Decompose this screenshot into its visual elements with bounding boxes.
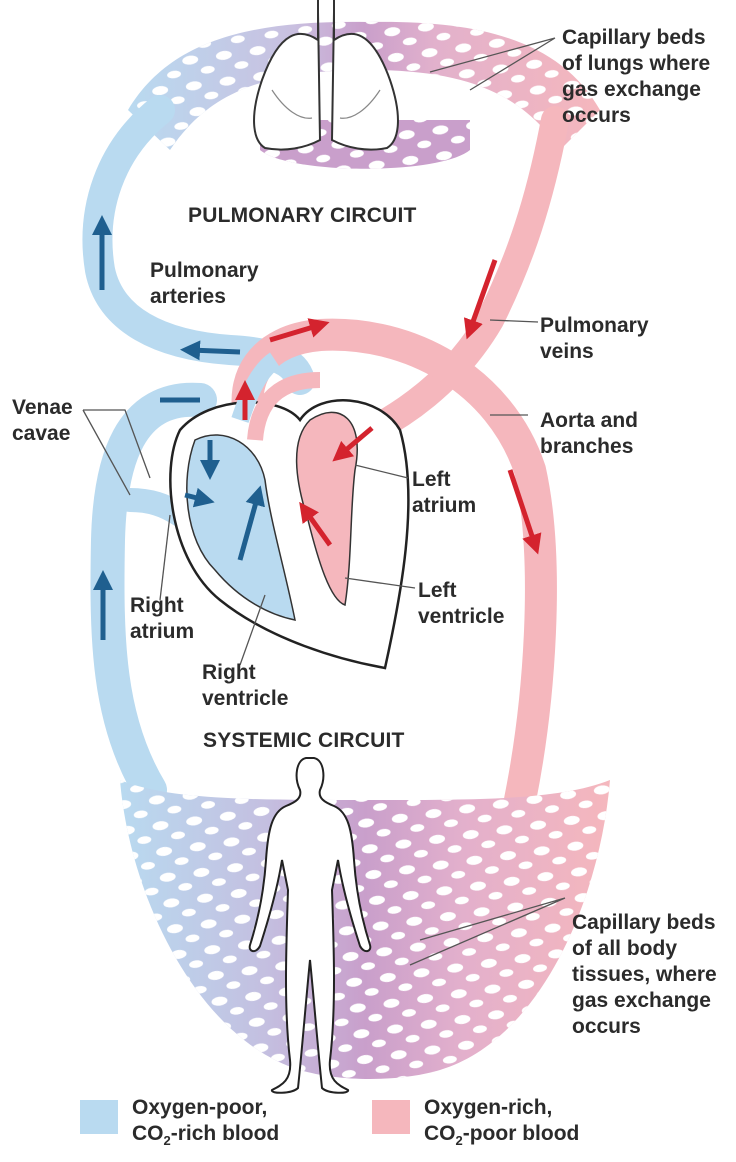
label-venae-cavae: Venae cavae bbox=[12, 395, 73, 447]
systemic-circuit-heading: SYSTEMIC CIRCUIT bbox=[203, 728, 405, 754]
label-right-atrium: Right atrium bbox=[130, 593, 194, 645]
label-capillary-beds-body: Capillary beds of all body tissues, wher… bbox=[572, 910, 717, 1040]
legend-label-oxygen-rich: Oxygen-rich, CO2-poor blood bbox=[424, 1095, 579, 1147]
label-capillary-beds-lungs: Capillary beds of lungs where gas exchan… bbox=[562, 25, 710, 129]
legend-label-oxygen-poor: Oxygen-poor, CO2-rich blood bbox=[132, 1095, 279, 1147]
legend-swatch-oxygen-poor bbox=[80, 1100, 118, 1134]
label-aorta-branches: Aorta and branches bbox=[540, 408, 638, 460]
label-pulmonary-arteries: Pulmonary arteries bbox=[150, 258, 259, 310]
label-right-ventricle: Right ventricle bbox=[202, 660, 288, 712]
label-left-ventricle: Left ventricle bbox=[418, 578, 504, 630]
flow-arrow bbox=[190, 350, 240, 352]
label-left-atrium: Left atrium bbox=[412, 467, 476, 519]
label-pulmonary-veins: Pulmonary veins bbox=[540, 313, 649, 365]
pulmonary-circuit-heading: PULMONARY CIRCUIT bbox=[188, 203, 417, 229]
legend-swatch-oxygen-rich bbox=[372, 1100, 410, 1134]
